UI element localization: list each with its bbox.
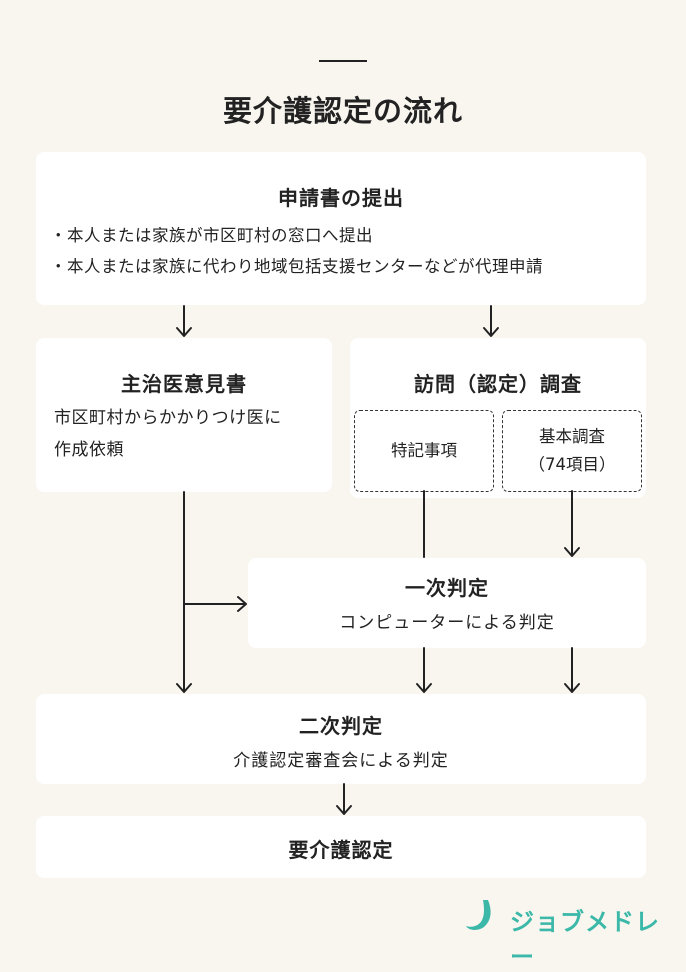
logo: ジョブメドレー (462, 896, 672, 971)
primary-judgement-subtitle: コンピューターによる判定 (339, 613, 555, 633)
result-title: 要介護認定 (288, 838, 394, 862)
arrow-application-to-visit (483, 305, 499, 337)
application-bullet-1: ・本人または家族が市区町村の窓口へ提出 (50, 226, 373, 245)
arrow-primary-to-secondary-left (416, 647, 432, 693)
visit-survey-title: 訪問（認定）調査 (414, 372, 582, 396)
arrow-secondary-to-result (336, 783, 352, 815)
arrow-doctor-to-primary (183, 596, 247, 612)
primary-judgement-box: 一次判定 コンピューターによる判定 (248, 558, 646, 648)
logo-mark-icon (466, 900, 491, 930)
secondary-judgement-box: 二次判定 介護認定審査会による判定 (36, 694, 646, 784)
special-notes-label: 特記事項 (391, 441, 457, 460)
title-rule (319, 60, 367, 62)
arrow-primary-to-secondary-right (564, 647, 580, 693)
arrow-application-to-doctor (176, 305, 192, 337)
visit-survey-box: 訪問（認定）調査 特記事項 基本調査 （74項目） (350, 338, 646, 498)
arrow-doctor-to-secondary (176, 491, 192, 693)
logo-text: ジョブメドレー (510, 908, 660, 971)
doctor-opinion-line-1: 市区町村からかかりつけ医に (54, 408, 282, 428)
application-box: 申請書の提出 ・本人または家族が市区町村の窓口へ提出 ・本人または家族に代わり地… (36, 152, 646, 305)
special-notes-box: 特記事項 (354, 410, 494, 492)
application-title: 申請書の提出 (278, 186, 404, 210)
secondary-judgement-subtitle: 介護認定審査会による判定 (233, 751, 449, 771)
application-bullet-2: ・本人または家族に代わり地域包括支援センターなどが代理申請 (50, 257, 543, 276)
primary-judgement-title: 一次判定 (405, 576, 489, 600)
page-title: 要介護認定の流れ (222, 94, 463, 128)
basic-survey-count: （74項目） (528, 455, 616, 474)
doctor-opinion-line-2: 作成依頼 (54, 440, 124, 460)
doctor-opinion-box: 主治医意見書 市区町村からかかりつけ医に 作成依頼 (36, 338, 332, 492)
doctor-opinion-title: 主治医意見書 (121, 372, 247, 396)
arrow-basic-to-primary (564, 490, 580, 557)
result-box: 要介護認定 (36, 816, 646, 878)
basic-survey-label: 基本調査 (539, 427, 605, 446)
secondary-judgement-title: 二次判定 (299, 714, 383, 738)
